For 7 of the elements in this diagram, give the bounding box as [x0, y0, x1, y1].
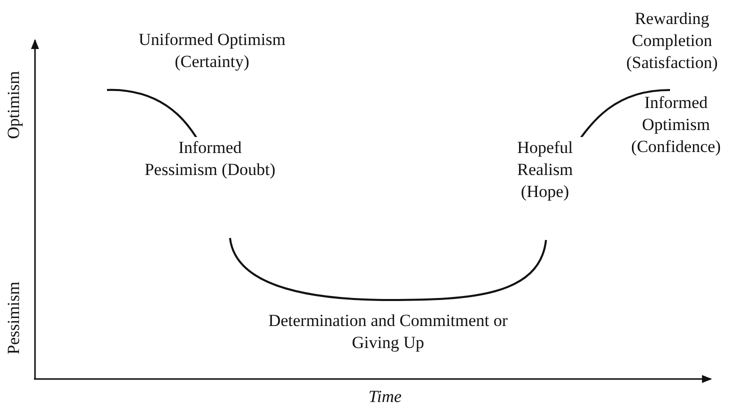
- stage-label: Rewarding Completion (Satisfaction): [625, 8, 719, 74]
- stage-label: Uniformed Optimism (Certainty): [138, 29, 286, 73]
- axis-label: Time: [367, 386, 403, 408]
- axis-label: Pessimism: [4, 282, 24, 354]
- stage-label: Determination and Commitment or Giving Up: [267, 310, 509, 354]
- axis-label: Optimism: [4, 71, 24, 139]
- stage-label: Informed Optimism (Confidence): [630, 92, 722, 158]
